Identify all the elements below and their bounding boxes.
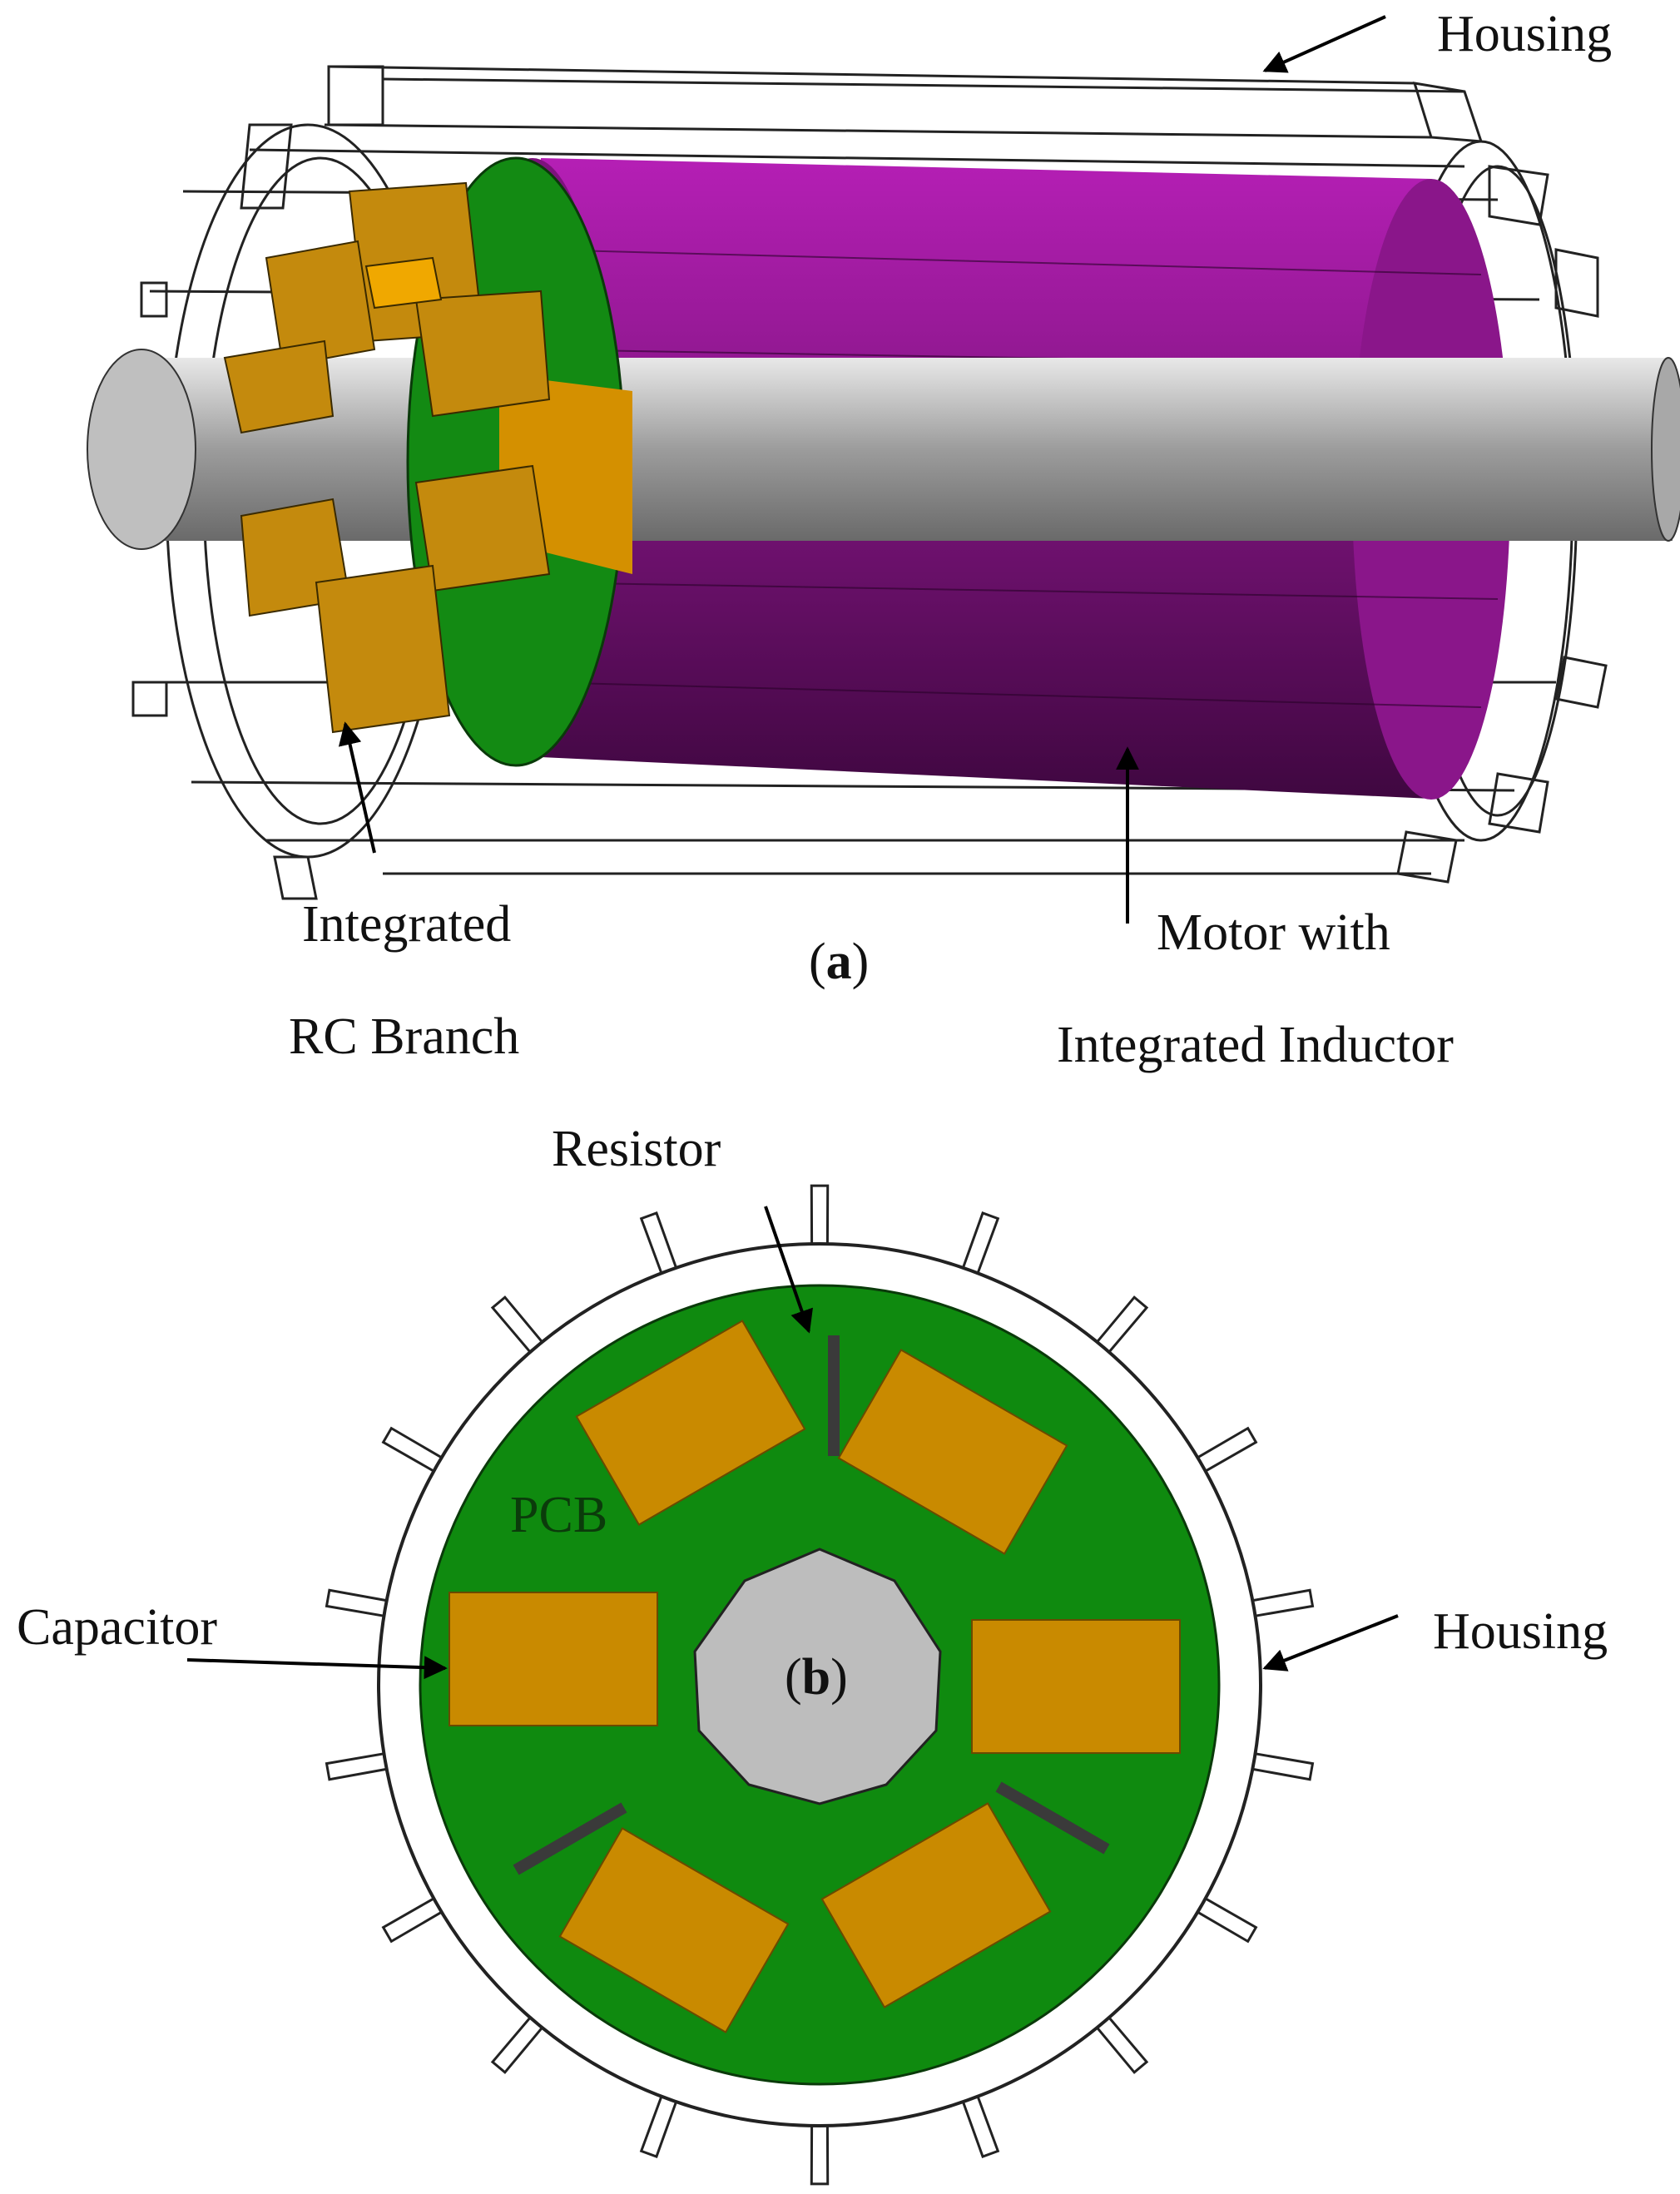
rc-branch-label-line2: RC Branch [289, 1008, 520, 1065]
shaft-a [87, 349, 1680, 550]
rc-branch-label-line1: Integrated [302, 896, 512, 953]
capacitor-block [448, 1592, 658, 1726]
resistor-bar [828, 1335, 840, 1456]
capacitor-label: Capacitor [17, 1599, 218, 1656]
resistor-label: Resistor [552, 1121, 721, 1177]
capacitor-block [575, 1320, 806, 1526]
panel-b-cross-section [186, 1184, 1399, 2186]
capacitor-block [837, 1349, 1068, 1555]
capacitors-b [448, 1320, 1181, 2033]
housing-arrow-b [1262, 1614, 1399, 1672]
rc-branch-arrow [338, 721, 376, 854]
panel-a-motor-3d-view [87, 15, 1680, 924]
housing-arrow-a [1262, 15, 1386, 73]
arrows-b [186, 1206, 1399, 1680]
capacitor-block [971, 1619, 1181, 1754]
panel-a-letter: a [825, 934, 852, 990]
pcb-label: PCB [510, 1487, 608, 1543]
capacitor-block [558, 1827, 790, 2033]
panel-b-letter: b [801, 1649, 831, 1706]
rc-branch-blocks [223, 181, 551, 734]
capacitor-block [820, 1802, 1052, 2008]
shaft-cross-section [693, 1548, 942, 1805]
resistor-bar [513, 1802, 627, 1875]
arrows-a [338, 15, 1386, 924]
resistor-bar [995, 1781, 1110, 1855]
motor-label-line2: Integrated Inductor [1057, 1017, 1454, 1073]
panel-b-caption: (b) [785, 1649, 848, 1706]
motor-label-line1: Motor with [1157, 904, 1390, 961]
housing-label-a: Housing [1437, 6, 1613, 62]
capacitor-arrow [186, 1656, 448, 1680]
panel-a-caption: (a) [809, 934, 870, 990]
resistor-arrow [764, 1206, 813, 1334]
resistors-b [513, 1335, 1110, 1875]
housing-label-b: Housing [1433, 1603, 1608, 1660]
